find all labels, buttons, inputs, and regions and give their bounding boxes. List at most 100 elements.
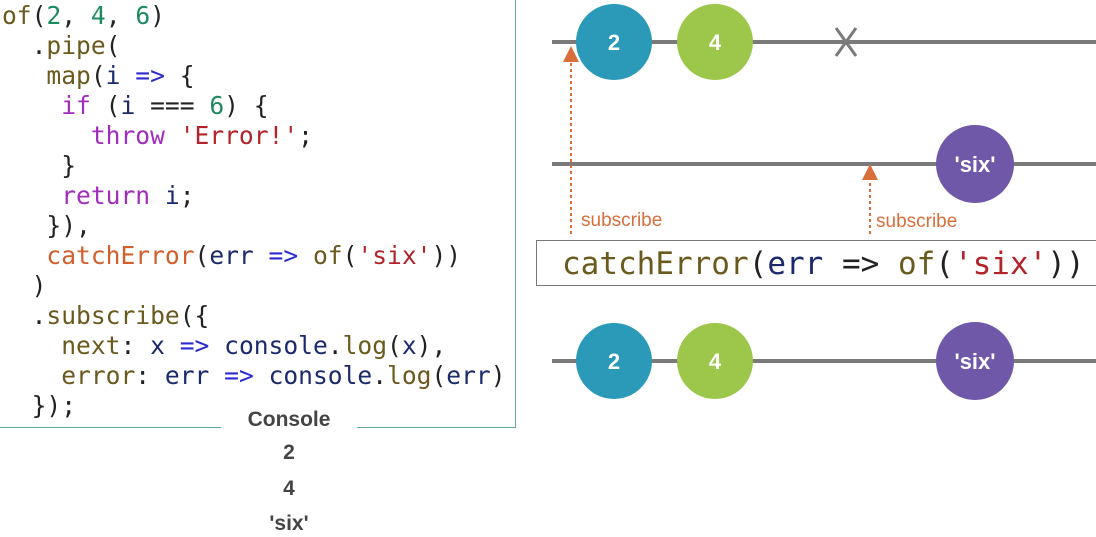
code-token: .: [2, 31, 47, 60]
code-line: map(i => {: [2, 61, 506, 91]
code-line: of(2, 4, 6): [2, 1, 506, 31]
code-token: )): [431, 241, 462, 270]
code-token: error: [61, 361, 136, 390]
code-token: ,: [61, 1, 91, 30]
code-token: (: [31, 1, 47, 30]
source-marble-4: 4: [677, 4, 753, 80]
code-token: next: [61, 331, 121, 360]
code-token: catchError: [46, 241, 195, 270]
result-marble-six: 'six': [936, 322, 1014, 400]
code-panel: of(2, 4, 6) .pipe( map(i => { if (i === …: [0, 0, 516, 428]
code-token: });: [2, 391, 77, 420]
marble-circle: [936, 322, 1014, 400]
result-marble-2: 2: [576, 323, 652, 399]
source-marble-2: 2: [576, 4, 652, 80]
code-token: 'Error!': [179, 121, 299, 150]
operator-token: )): [1047, 246, 1085, 282]
replacement-marble-six: 'six': [936, 125, 1014, 203]
marble-label: 4: [709, 349, 722, 374]
code-token: of: [2, 1, 32, 30]
marble-circle: [677, 323, 753, 399]
console-title: Console: [221, 404, 357, 436]
result-marble-4: 4: [677, 323, 753, 399]
code-token: ;: [298, 121, 313, 150]
code-token: x: [401, 331, 417, 360]
code-token: .: [327, 331, 343, 360]
operator-token: 'six': [953, 246, 1048, 282]
code-token: 4: [90, 1, 106, 30]
code-block: of(2, 4, 6) .pipe( map(i => { if (i === …: [2, 1, 506, 421]
code-token: (: [342, 241, 358, 270]
marble-circle: [576, 4, 652, 80]
code-token: log: [342, 331, 388, 360]
code-line: .subscribe({: [2, 301, 506, 331]
code-token: ===: [135, 91, 210, 120]
subscribe-label: subscribe: [581, 210, 662, 231]
code-token: :: [120, 331, 151, 360]
marble-circle: [936, 125, 1014, 203]
code-line: });: [2, 391, 506, 421]
code-token: ({: [179, 301, 210, 330]
marble-label: 'six': [954, 349, 995, 374]
code-token: i: [105, 61, 121, 90]
code-token: }),: [2, 211, 91, 240]
code-token: 2: [46, 1, 62, 30]
code-token: (: [431, 361, 447, 390]
marble-label: 2: [608, 349, 620, 374]
code-line: ): [2, 271, 506, 301]
operator-token: (: [935, 246, 954, 282]
code-token: subscribe: [46, 301, 180, 330]
code-token: pipe: [46, 31, 106, 60]
code-token: err: [209, 241, 254, 270]
marble-label: 'six': [954, 152, 995, 177]
code-token: console: [268, 361, 373, 390]
operator-box: catchError(err => of('six')): [536, 240, 1096, 286]
code-line: error: err => console.log(err): [2, 361, 505, 391]
marble-label: 2: [608, 30, 620, 55]
code-token: 6: [209, 91, 225, 120]
code-token: err: [164, 361, 210, 390]
code-token: ) {: [224, 91, 269, 120]
operator-token: of: [897, 246, 936, 282]
operator-token: err: [767, 246, 824, 282]
code-line: }),: [2, 211, 506, 241]
console-output-line: 2: [283, 441, 295, 464]
code-token: ;: [179, 181, 195, 210]
code-token: (: [387, 331, 402, 360]
code-token: (: [90, 61, 106, 90]
code-line: return i;: [2, 181, 506, 211]
subscribe-label: subscribe: [876, 211, 957, 232]
code-token: map: [46, 61, 91, 90]
code-token: i: [164, 181, 180, 210]
code-token: i: [120, 91, 136, 120]
code-token: :: [135, 361, 165, 390]
code-token: =>: [253, 241, 313, 270]
code-token: console: [224, 331, 328, 360]
operator-token: =>: [823, 246, 898, 282]
marble-label: 4: [709, 30, 722, 55]
code-token: if: [61, 91, 91, 120]
code-token: throw: [90, 121, 165, 150]
code-token: x: [150, 331, 165, 360]
code-token: (: [194, 241, 210, 270]
code-token: {: [179, 61, 195, 90]
code-line: next: x => console.log(x),: [2, 331, 506, 361]
error-mark: [834, 27, 858, 57]
code-token: ): [150, 1, 165, 30]
console-output-line: 'six': [269, 512, 309, 535]
code-line: catchError(err => of('six')): [2, 241, 506, 271]
code-token: .: [2, 301, 47, 330]
code-token: err: [446, 361, 491, 390]
code-line: }: [2, 151, 506, 181]
code-line: .pipe(: [2, 31, 506, 61]
code-token: return: [61, 181, 151, 210]
code-token: (: [105, 31, 121, 60]
marble-circle: [677, 4, 753, 80]
code-token: ),: [416, 331, 447, 360]
code-token: =>: [209, 361, 269, 390]
code-token: ,: [105, 1, 136, 30]
operator-token: (: [748, 246, 768, 282]
code-token: 'six': [357, 241, 432, 270]
code-token: of: [312, 241, 343, 270]
